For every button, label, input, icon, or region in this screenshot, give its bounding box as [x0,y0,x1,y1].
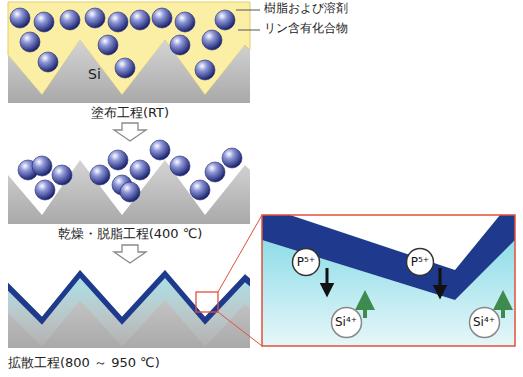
compound-sphere [195,60,215,80]
compound-sphere [202,30,222,50]
compound-sphere [52,165,72,185]
silicon-substrate [8,270,250,348]
compound-sphere [205,162,225,182]
inset-view [262,215,515,346]
resin-layer [8,2,250,95]
compound-sphere [10,8,30,28]
step-arrow [114,245,146,263]
step-caption: 乾燥・脱脂工程(400 ℃) [58,227,203,242]
compound-sphere [32,156,52,176]
compound-sphere [108,12,128,32]
compound-sphere [108,150,128,170]
layer-shapes [8,2,250,348]
compound-sphere [170,156,190,176]
compound-sphere [175,12,195,32]
compound-sphere [90,165,110,185]
ion-label: Si⁴⁺ [468,315,501,329]
ion-label: P⁵⁺ [291,255,321,269]
ion-label: P⁵⁺ [405,255,435,269]
compound-sphere [38,52,58,72]
compound-spheres [10,8,242,202]
compound-sphere [215,10,235,30]
compound-sphere [222,148,242,168]
ion-circle: P⁵⁺ [291,247,321,277]
ion-circle: Si⁴⁺ [330,306,363,339]
step-caption: 塗布工程(RT) [91,106,169,121]
compound-sphere [60,10,80,30]
compound-sphere [120,182,140,202]
compound-sphere [115,58,135,78]
ion-circle: P⁵⁺ [405,247,435,277]
compound-sphere [20,32,40,52]
compound-sphere [98,35,118,55]
zoom-line [218,312,262,346]
compound-sphere [190,180,210,200]
ion-label: Si⁴⁺ [330,315,363,329]
compound-sphere [85,8,105,28]
step-arrow [114,123,146,141]
zoom-line [218,215,262,292]
material-label: リン含有化合物 [264,22,348,36]
substrate-label: Si [88,66,101,82]
compound-sphere [34,12,54,32]
material-label: 樹脂および溶剤 [264,2,348,16]
step-caption: 拡散工程(800 ～ 950 ℃) [8,356,160,371]
diffusion-layer [8,270,250,347]
compound-sphere [35,180,55,200]
leader-line [238,30,260,31]
ion-circle: Si⁴⁺ [468,306,501,339]
compound-sphere [170,35,190,55]
compound-sphere [152,8,172,28]
leader-line [236,10,260,11]
compound-sphere [130,10,150,30]
compound-sphere [130,160,150,180]
glass-layer [8,270,250,325]
zoom-marker [196,292,218,312]
compound-sphere [150,140,170,160]
